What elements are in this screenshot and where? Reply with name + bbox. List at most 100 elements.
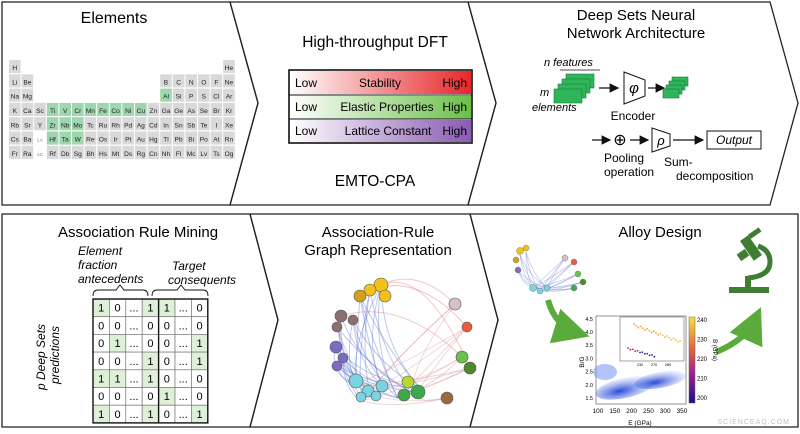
element-symbol: Fr — [12, 151, 19, 158]
element-cell — [147, 131, 160, 145]
bar-elastic-high: High — [442, 100, 467, 114]
inset-point — [653, 355, 656, 358]
chart-y-tick: 3.0 — [585, 356, 593, 362]
element-cell — [223, 102, 235, 116]
element-symbol: B — [164, 79, 169, 86]
graph-title-line1: Association-Rule — [322, 224, 435, 241]
matrix-value: 1 — [115, 374, 121, 386]
element-cell — [46, 131, 59, 145]
element-symbol: Hs — [99, 151, 108, 158]
matrix-value: 0 — [164, 409, 170, 421]
element-symbol: S — [202, 94, 207, 101]
phi-symbol: φ — [629, 80, 639, 97]
element-symbol: H — [12, 65, 17, 72]
element-cell — [97, 102, 109, 116]
element-symbol: Cs — [11, 137, 20, 144]
element-symbol: Rb — [11, 122, 20, 129]
watermark: SCIENCEAQ.COM — [717, 419, 790, 426]
graph-edge — [381, 326, 468, 387]
element-symbol: Tl — [163, 137, 169, 144]
matrix-value: 1 — [147, 303, 153, 315]
bar-elastic-low: Low — [295, 100, 317, 114]
matrix-value: ... — [129, 356, 138, 368]
element-symbol: Mo — [73, 122, 82, 129]
matrix-value: 0 — [115, 303, 121, 315]
element-cell — [185, 74, 197, 88]
bar-lattice-low: Low — [295, 124, 317, 138]
matrix-value: ... — [179, 356, 188, 368]
output-label: Output — [716, 133, 753, 147]
mini-graph-node — [570, 284, 578, 292]
element-symbol: Ag — [137, 122, 145, 129]
element-cell — [97, 131, 109, 145]
element-symbol: Co — [111, 108, 120, 115]
element-cell — [9, 145, 21, 159]
element-symbol: Hf — [49, 137, 56, 144]
element-symbol: Os — [99, 137, 108, 144]
mini-graph-edge — [525, 251, 541, 292]
element-symbol: I — [215, 122, 217, 129]
antecedents-line2: fraction — [78, 258, 118, 272]
element-symbol: Ar — [226, 94, 233, 101]
graph-node — [329, 340, 343, 354]
inset-point — [655, 332, 657, 334]
curved-arrow-down — [545, 299, 590, 344]
element-cell — [172, 131, 185, 145]
chart-y-tick: 2.5 — [585, 370, 593, 376]
element-cell — [185, 145, 197, 159]
chart-y-tick: 4.0 — [585, 330, 593, 336]
bar-stability: Low Stability High — [290, 71, 471, 94]
element-cell — [210, 131, 223, 145]
matrix-value: 1 — [164, 391, 170, 403]
element-cell — [34, 145, 46, 159]
element-cell — [109, 131, 122, 145]
element-cell — [223, 88, 235, 102]
graph-edge — [380, 281, 471, 369]
bar-stability-fill — [290, 71, 471, 94]
element-cell — [223, 74, 235, 88]
element-cell — [198, 88, 210, 102]
element-cell — [147, 102, 160, 116]
element-symbol: In — [163, 122, 169, 129]
inset-point — [643, 353, 646, 355]
element-cell — [59, 131, 71, 145]
element-cell — [198, 145, 210, 159]
element-cell — [160, 117, 172, 131]
element-cell — [172, 117, 185, 131]
element-cell — [122, 117, 134, 131]
deepsets-title-line1: Deep Sets Neural — [577, 7, 695, 24]
bar-lattice: Low Lattice Constant High — [290, 120, 471, 142]
element-symbol: Ru — [99, 122, 108, 129]
element-symbol: Mn — [86, 108, 95, 115]
element-symbol: Po — [200, 137, 208, 144]
inset-point — [672, 337, 675, 340]
element-cell — [84, 102, 97, 116]
element-symbol: Pb — [175, 137, 183, 144]
inset-point — [650, 331, 653, 334]
element-symbol: Ge — [174, 108, 183, 115]
inset-point — [646, 352, 649, 355]
element-cell — [21, 88, 34, 102]
microscope-icon-part — [747, 227, 762, 239]
inset-point — [666, 335, 668, 337]
element-symbol: He — [225, 65, 234, 72]
matrix-value: 1 — [98, 409, 104, 421]
matrix-value: 0 — [197, 303, 203, 315]
consequents-line1: Target — [172, 259, 206, 273]
element-symbol: AC — [37, 152, 44, 157]
chart-density — [634, 370, 686, 390]
bar-stability-high: High — [442, 76, 467, 90]
element-cell — [210, 117, 223, 131]
element-cell — [9, 102, 21, 116]
element-symbol: Rn — [225, 137, 234, 144]
inset-point — [629, 348, 632, 351]
inset-point — [652, 330, 655, 333]
element-symbol: Rf — [49, 151, 56, 158]
matrix-value: 1 — [98, 374, 104, 386]
inset-point — [668, 336, 671, 339]
element-cell — [34, 131, 46, 145]
element-symbol: Y — [38, 122, 43, 129]
graph-node — [348, 373, 364, 389]
